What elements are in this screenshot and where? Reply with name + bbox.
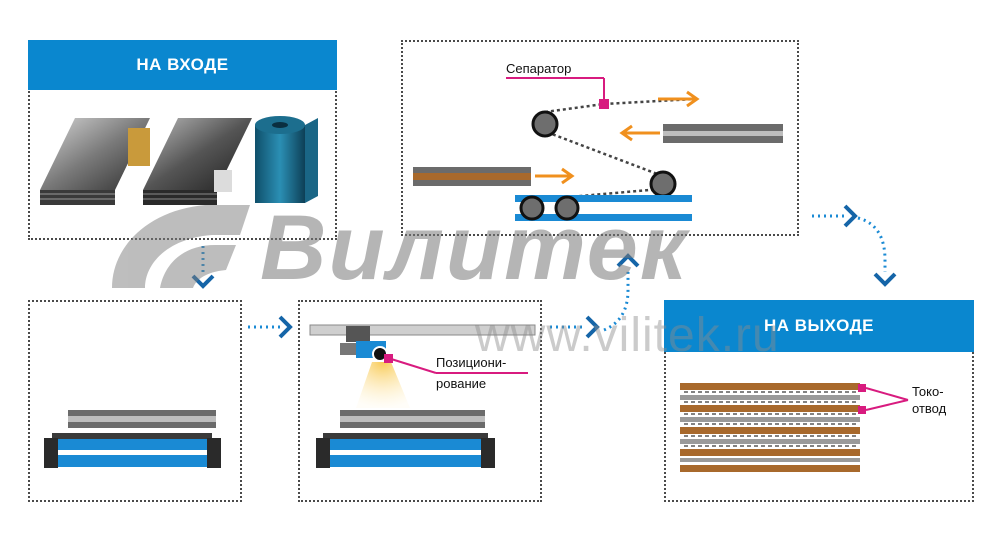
output-header: НА ВЫХОДЕ: [664, 300, 974, 352]
positioning-label-line1: Позициони-: [436, 355, 507, 370]
current-tab-label-line1: Токо-: [912, 384, 944, 399]
stacking-box: [28, 300, 242, 502]
separator-box: [401, 40, 799, 236]
electrode-stack-2: [143, 118, 252, 205]
electrode-stack-1: [40, 118, 150, 205]
positioning-station: [309, 324, 536, 468]
watermark-url: www.vilitek.ru: [475, 309, 780, 362]
separator-lamination: [413, 77, 783, 221]
current-tab-label-line2: отвод: [912, 401, 947, 416]
watermark-logo-icon: [112, 205, 250, 288]
input-header: НА ВХОДЕ: [28, 40, 337, 90]
separator-roll: [255, 116, 318, 203]
separator-label: Сепаратор: [506, 61, 572, 76]
positioning-label-line2: рование: [436, 376, 487, 391]
positioning-box: [298, 300, 542, 502]
stacking-table: [44, 410, 221, 468]
cell-stack: [680, 383, 909, 472]
watermark-brand: Вилитек: [260, 197, 689, 299]
